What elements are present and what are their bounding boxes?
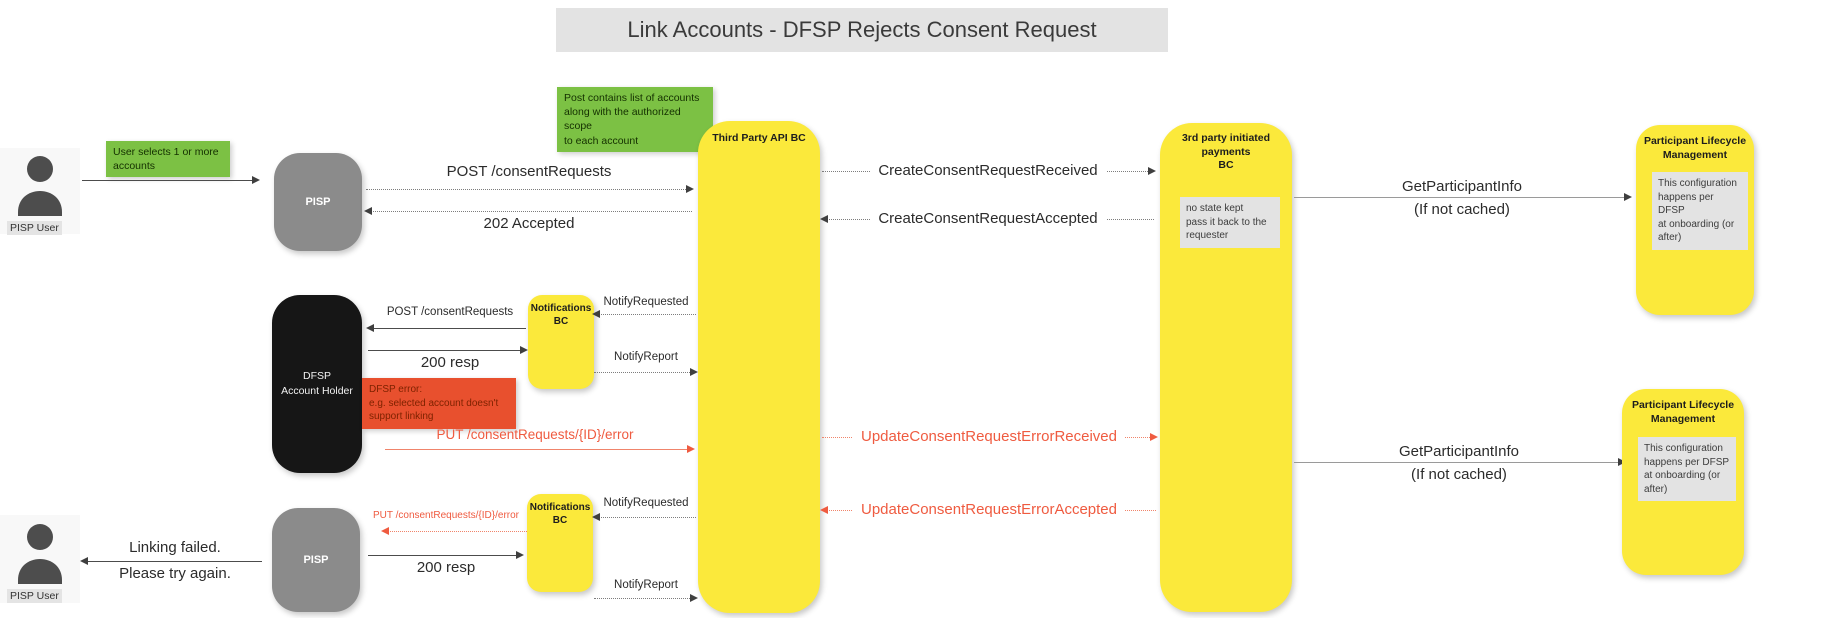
msg-200-resp-top: 200 resp <box>420 354 480 371</box>
arrowhead-right-icon <box>687 445 695 453</box>
third-party-api-bc-label: Third Party API BC <box>712 132 806 144</box>
arrowhead-left-icon <box>820 215 828 223</box>
msg-get-participant-info-bottom: GetParticipantInfo <box>1398 443 1520 460</box>
msg-create-consent-request-accepted: CreateConsentRequestAccepted <box>822 210 1154 227</box>
msg-create-consent-request-received: CreateConsentRequestReceived <box>822 162 1154 179</box>
arrowhead-right-icon <box>686 185 694 193</box>
msg-if-not-cached-bottom: (If not cached) <box>1411 466 1507 483</box>
msg-post-consent-requests-dfsp: POST /consentRequests <box>386 306 514 318</box>
participant-notifications-bc-bottom: Notifications BC <box>527 494 593 592</box>
arrow-put-consent-requests-error-top <box>385 445 695 453</box>
arrow-200-resp-bottom <box>368 551 524 559</box>
note-configuration-top: This configuration happens per DFSP at o… <box>1652 172 1748 250</box>
arrowhead-left-icon <box>80 557 88 565</box>
msg-put-consent-requests-error-bottom: PUT /consentRequests/{ID}/error <box>373 510 519 521</box>
arrowhead-right-icon <box>690 368 698 376</box>
msg-get-participant-info-top: GetParticipantInfo <box>1401 178 1523 195</box>
pisp-user-top-label: PISP User <box>7 221 62 235</box>
arrowhead-right-icon <box>690 594 698 602</box>
arrowhead-left-icon <box>364 207 372 215</box>
msg-notify-requested-bottom: NotifyRequested <box>603 497 689 509</box>
arrow-linking-failed <box>80 557 262 565</box>
note-dfsp-error: DFSP error: e.g. selected account doesn'… <box>362 378 516 429</box>
arrowhead-right-icon <box>1150 433 1158 441</box>
arrow-notify-requested-top <box>592 310 696 318</box>
arrow-get-participant-info-bottom <box>1294 458 1626 466</box>
participant-notifications-bc-top: Notifications BC <box>528 295 594 389</box>
notifications-bc-bottom-label: Notifications BC <box>529 502 591 526</box>
arrowhead-right-icon <box>1148 167 1156 175</box>
note-post-contains: Post contains list of accounts along wit… <box>557 87 713 152</box>
arrowhead-right-icon <box>1624 193 1632 201</box>
msg-200-resp-bottom: 200 resp <box>416 559 476 576</box>
msg-notify-requested-top: NotifyRequested <box>603 296 689 308</box>
arrow-post-consent-requests-dfsp <box>366 324 526 332</box>
arrow-get-participant-info-top <box>1294 193 1632 201</box>
participant-third-party-api-bc: Third Party API BC <box>698 121 820 613</box>
msg-update-consent-request-error-accepted: UpdateConsentRequestErrorAccepted <box>822 501 1156 518</box>
msg-notify-report-bottom: NotifyReport <box>614 579 678 591</box>
msg-202-accepted: 202 Accepted <box>483 215 575 232</box>
arrowhead-right-icon <box>520 346 528 354</box>
person-icon <box>18 524 62 584</box>
msg-linking-failed: Linking failed. Please try again. <box>119 539 231 582</box>
participant-pisp-top: PISP <box>274 153 362 251</box>
arrowhead-left-icon <box>592 513 600 521</box>
third-party-payments-bc-label: 3rd party initiated payments BC <box>1181 132 1271 172</box>
note-configuration-bottom: This configuration happens per DFSP at o… <box>1638 437 1736 501</box>
arrow-notify-report-bottom <box>594 594 698 602</box>
arrowhead-left-icon <box>820 506 828 514</box>
arrowhead-right-icon <box>516 551 524 559</box>
msg-put-consent-requests-error-top: PUT /consentRequests/{ID}/error <box>436 427 634 442</box>
msg-update-consent-request-error-received: UpdateConsentRequestErrorReceived <box>822 428 1156 445</box>
note-user-selects-accounts: User selects 1 or more accounts <box>106 141 230 178</box>
arrowhead-left-icon <box>381 527 389 535</box>
arrow-notify-requested-bottom <box>592 513 696 521</box>
participant-dfsp-account-holder: DFSP Account Holder <box>272 295 362 473</box>
diagram-title: Link Accounts - DFSP Rejects Consent Req… <box>556 8 1168 52</box>
arrowhead-right-icon <box>252 176 260 184</box>
plm-top-label: Participant Lifecycle Management <box>1643 135 1747 161</box>
notifications-bc-top-label: Notifications BC <box>530 303 592 327</box>
arrow-notify-report-top <box>594 368 698 376</box>
plm-bottom-label: Participant Lifecycle Management <box>1631 399 1735 425</box>
arrow-user-selects <box>82 176 260 184</box>
arrowhead-left-icon <box>366 324 374 332</box>
arrow-put-consent-requests-error-bottom <box>381 527 527 535</box>
note-no-state-kept: no state kept pass it back to the reques… <box>1180 197 1280 248</box>
arrow-202-accepted <box>364 207 692 215</box>
msg-if-not-cached-top: (If not cached) <box>1414 201 1510 218</box>
pisp-user-bottom-label: PISP User <box>7 589 62 603</box>
person-icon <box>18 156 62 216</box>
participant-pisp-bottom: PISP <box>272 508 360 612</box>
msg-post-consent-requests: POST /consentRequests <box>446 163 612 180</box>
arrow-post-consent-requests <box>366 185 694 193</box>
arrow-200-resp-top <box>368 346 528 354</box>
msg-notify-report-top: NotifyReport <box>614 351 678 363</box>
arrowhead-left-icon <box>592 310 600 318</box>
